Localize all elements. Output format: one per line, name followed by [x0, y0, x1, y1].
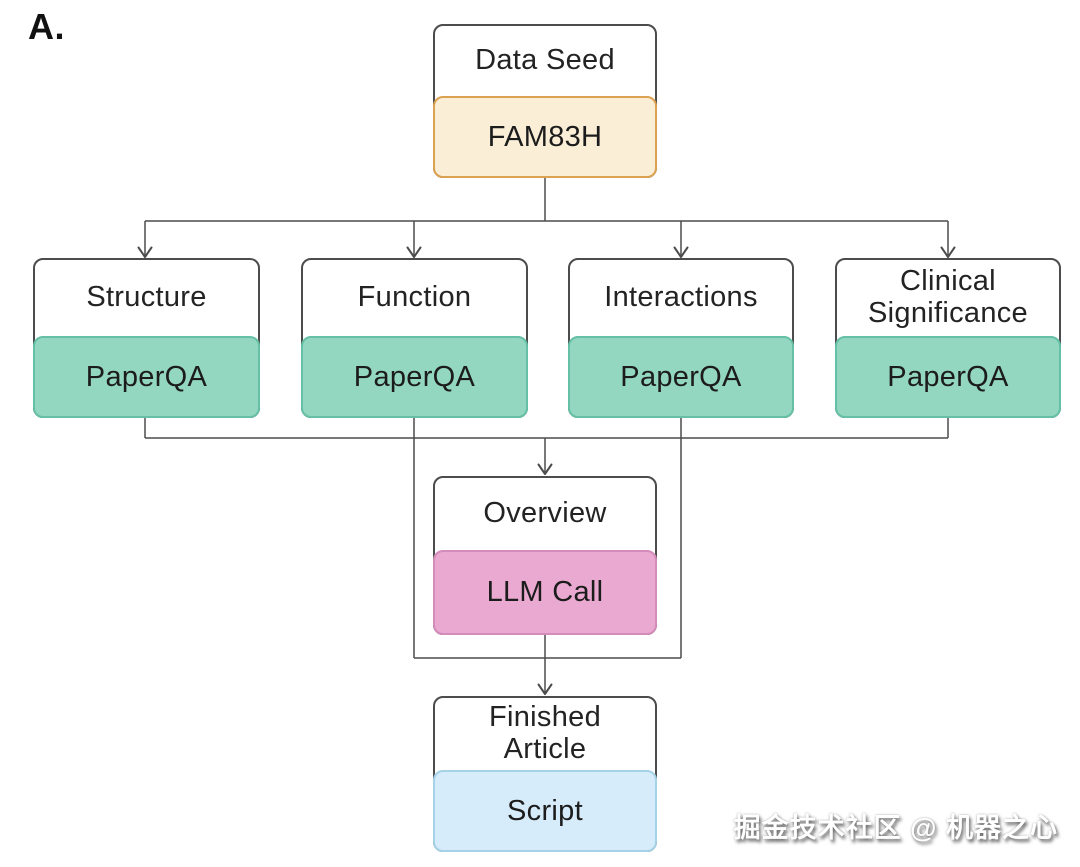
- node-title: Finished Article: [488, 701, 601, 765]
- arrow-down-icon: [137, 246, 153, 258]
- node-title: Clinical Significance: [868, 265, 1028, 329]
- node-function: Function PaperQA: [301, 258, 528, 418]
- arrow-down-icon: [406, 246, 422, 258]
- node-tag: PaperQA: [33, 336, 260, 418]
- node-title: Structure: [86, 281, 207, 314]
- node-title: Interactions: [604, 281, 758, 314]
- node-structure: Structure PaperQA: [33, 258, 260, 418]
- node-tag: PaperQA: [568, 336, 794, 418]
- figure-label: A.: [28, 6, 65, 47]
- node-overview: Overview LLM Call: [433, 476, 657, 635]
- node-title: Overview: [483, 497, 607, 530]
- node-tag: Script: [433, 770, 657, 852]
- node-clinical-significance: Clinical Significance PaperQA: [835, 258, 1061, 418]
- arrow-down-icon: [940, 246, 956, 258]
- arrow-down-icon: [673, 246, 689, 258]
- node-finished-article: Finished Article Script: [433, 696, 657, 852]
- node-interactions: Interactions PaperQA: [568, 258, 794, 418]
- arrow-down-icon: [537, 683, 553, 695]
- node-title: Function: [357, 281, 472, 314]
- node-tag: LLM Call: [433, 550, 657, 635]
- node-data-seed: Data Seed FAM83H: [433, 24, 657, 178]
- node-tag: FAM83H: [433, 96, 657, 178]
- node-title: Data Seed: [475, 44, 615, 77]
- arrow-down-icon: [537, 463, 553, 475]
- node-tag: PaperQA: [835, 336, 1061, 418]
- watermark: 掘金技术社区 @ 机器之心: [733, 813, 1058, 843]
- node-tag: PaperQA: [301, 336, 528, 418]
